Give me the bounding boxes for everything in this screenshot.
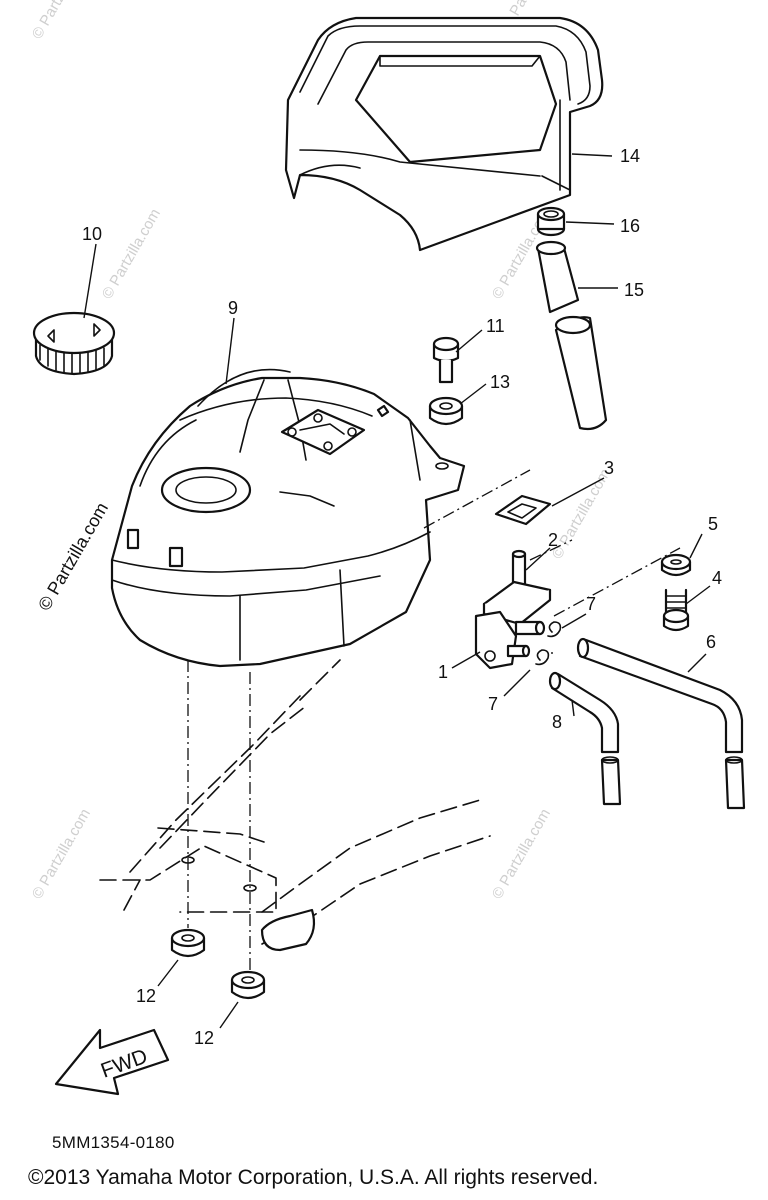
diagram-code: 5MM1354-0180: [52, 1133, 175, 1152]
callout-1: 1: [438, 662, 448, 682]
part-14-cover: [284, 16, 604, 252]
part-13-grommet: [428, 396, 464, 426]
frame-reference: [99, 659, 491, 952]
part-8-hose: [548, 671, 622, 806]
watermark: © Partzilla.com: [489, 806, 554, 902]
watermark: © Partzilla.com: [29, 0, 94, 42]
watermark-dark: © Partzilla.com: [34, 499, 112, 614]
watermark: © Partzilla.com: [549, 466, 614, 562]
callout-15: 15: [624, 280, 644, 300]
callout-2: 2: [548, 530, 558, 550]
callout-3: 3: [604, 458, 614, 478]
callout-8: 8: [552, 712, 562, 732]
part-6-hose: [576, 637, 746, 810]
alignment-lines: [187, 469, 681, 970]
part-9-tank: [110, 368, 466, 668]
callout-9: 9: [228, 298, 238, 318]
callout-7a: 7: [586, 594, 596, 614]
part-12-grommet-a: [170, 928, 206, 958]
callout-14: 14: [620, 146, 640, 166]
part-16-fitting: [536, 206, 566, 237]
callout-12a: 12: [136, 986, 156, 1006]
part-15-hose: [535, 240, 608, 431]
part-12-grommet-b: [230, 970, 266, 1000]
fwd-arrow: FWD: [54, 1028, 170, 1096]
part-7-clips: [535, 621, 562, 666]
callout-6: 6: [706, 632, 716, 652]
callout-13: 13: [490, 372, 510, 392]
part-3-gasket: [494, 494, 552, 526]
callout-10: 10: [82, 224, 102, 244]
callout-5: 5: [708, 514, 718, 534]
watermark: © Partzilla.com: [99, 206, 164, 302]
callout-16: 16: [620, 216, 640, 236]
part-1-fuel-cock: [474, 549, 552, 670]
part-5-collar: [660, 553, 692, 577]
callout-numbers: 10 9 11 13 14 16 15 3 2 5 4 7 1 6 7 8 12…: [82, 146, 722, 1048]
part-11-bolt: [432, 336, 460, 384]
callout-leaders: [83, 153, 711, 1029]
callout-4: 4: [712, 568, 722, 588]
callout-11: 11: [486, 316, 505, 336]
watermark: © Partzilla.com: [29, 806, 94, 902]
callout-12b: 12: [194, 1028, 214, 1048]
part-10-cap: [32, 311, 116, 376]
copyright-notice: ©2013 Yamaha Motor Corporation, U.S.A. A…: [28, 1166, 599, 1189]
part-4-bolt: [662, 588, 690, 632]
callout-7b: 7: [488, 694, 498, 714]
